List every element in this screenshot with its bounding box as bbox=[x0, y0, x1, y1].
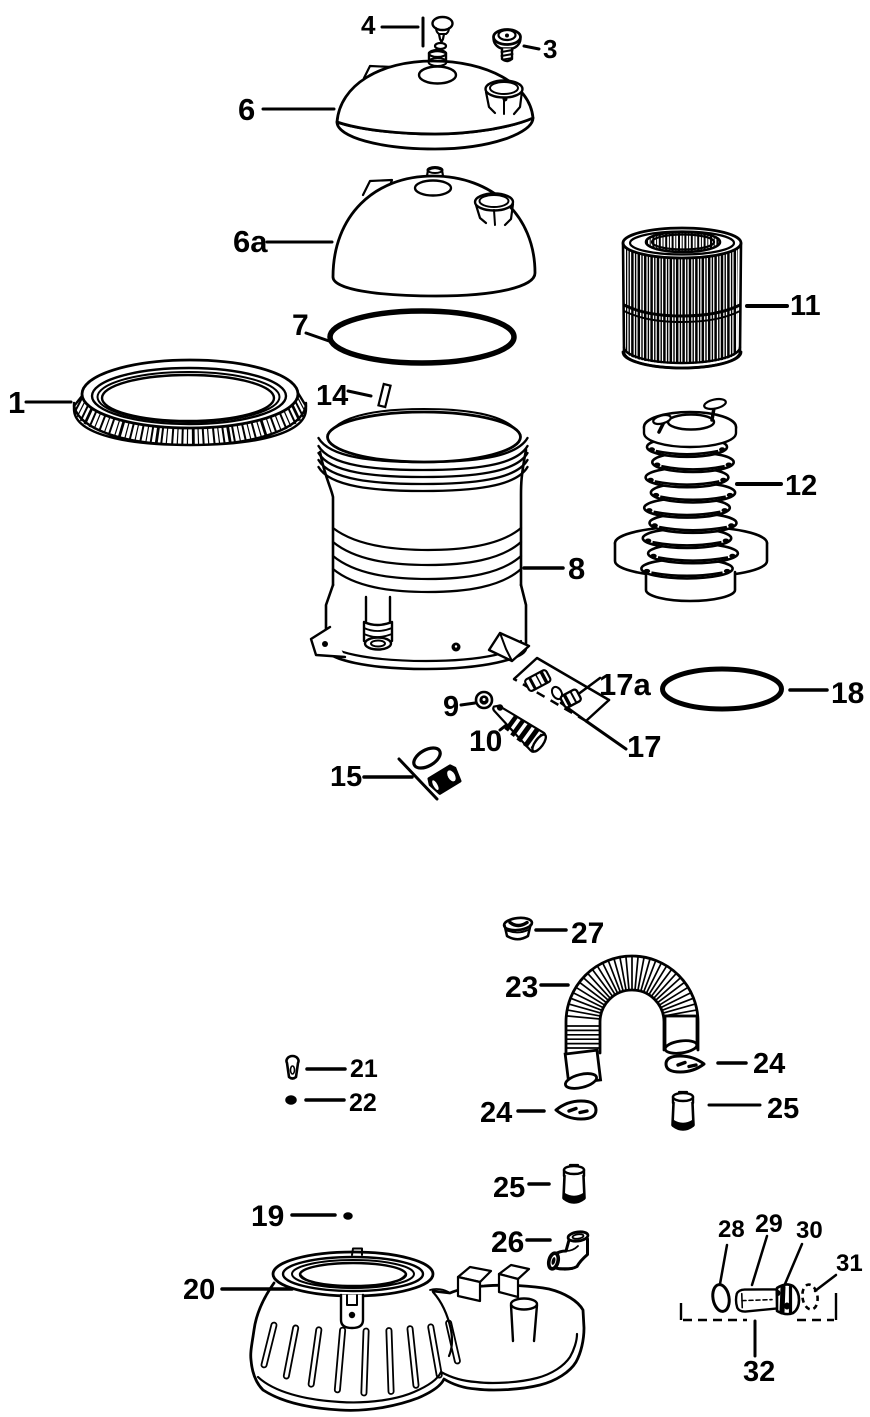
svg-text:1: 1 bbox=[8, 385, 25, 420]
svg-text:24: 24 bbox=[753, 1048, 785, 1080]
svg-text:12: 12 bbox=[785, 470, 817, 502]
svg-text:23: 23 bbox=[505, 971, 538, 1004]
svg-text:22: 22 bbox=[349, 1089, 377, 1117]
svg-text:31: 31 bbox=[836, 1250, 863, 1277]
svg-text:9: 9 bbox=[443, 691, 459, 723]
svg-text:32: 32 bbox=[743, 1356, 775, 1388]
svg-text:18: 18 bbox=[831, 677, 864, 710]
svg-text:14: 14 bbox=[316, 380, 348, 412]
svg-text:30: 30 bbox=[796, 1217, 823, 1244]
svg-text:20: 20 bbox=[183, 1274, 215, 1306]
svg-text:25: 25 bbox=[493, 1172, 525, 1204]
svg-text:26: 26 bbox=[491, 1226, 524, 1259]
svg-text:8: 8 bbox=[568, 551, 585, 586]
svg-text:17: 17 bbox=[627, 729, 661, 764]
svg-text:25: 25 bbox=[767, 1093, 799, 1125]
svg-text:6a: 6a bbox=[233, 224, 268, 259]
svg-text:11: 11 bbox=[790, 290, 821, 322]
svg-text:24: 24 bbox=[480, 1097, 512, 1129]
svg-text:17a: 17a bbox=[599, 667, 651, 702]
svg-text:27: 27 bbox=[571, 917, 604, 950]
svg-text:4: 4 bbox=[361, 10, 376, 40]
svg-text:21: 21 bbox=[350, 1055, 378, 1083]
svg-text:29: 29 bbox=[755, 1210, 783, 1238]
svg-text:15: 15 bbox=[330, 761, 362, 793]
svg-text:19: 19 bbox=[251, 1200, 284, 1233]
svg-text:6: 6 bbox=[238, 92, 255, 127]
svg-text:28: 28 bbox=[718, 1216, 745, 1243]
svg-text:7: 7 bbox=[292, 309, 309, 342]
svg-text:3: 3 bbox=[543, 34, 557, 64]
svg-text:10: 10 bbox=[469, 725, 502, 758]
